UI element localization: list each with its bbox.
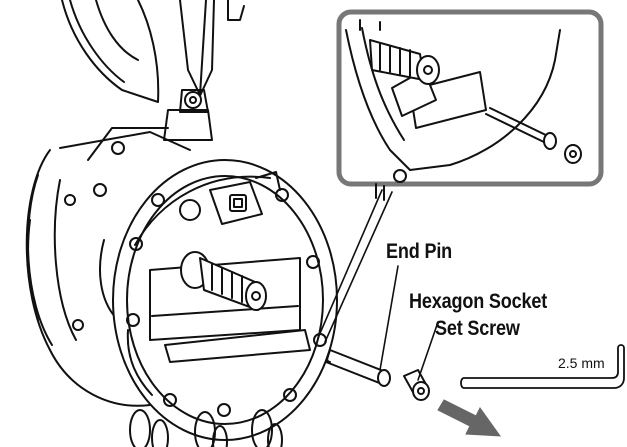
- end-pin: [325, 349, 391, 387]
- callout-box: [336, 9, 604, 201]
- direction-arrow-icon: [437, 399, 502, 437]
- load-chain: [129, 409, 283, 447]
- hex-set-screw: [403, 369, 430, 401]
- front-side-plate: [112, 159, 338, 441]
- hex-screw-label-line2: Set Screw: [435, 317, 520, 340]
- callout-connector: [317, 189, 393, 343]
- gear-assembly: [149, 171, 311, 363]
- allen-wrench-icon: [460, 344, 625, 389]
- end-pin-leader: [379, 265, 399, 371]
- end-pin-label: End Pin: [386, 240, 453, 263]
- wrench-size-label: 2.5 mm: [558, 355, 605, 371]
- hex-screw-label-line1: Hexagon Socket: [409, 290, 548, 313]
- upper-hook-body: [61, 0, 245, 141]
- hex-screw-leader: [417, 321, 439, 381]
